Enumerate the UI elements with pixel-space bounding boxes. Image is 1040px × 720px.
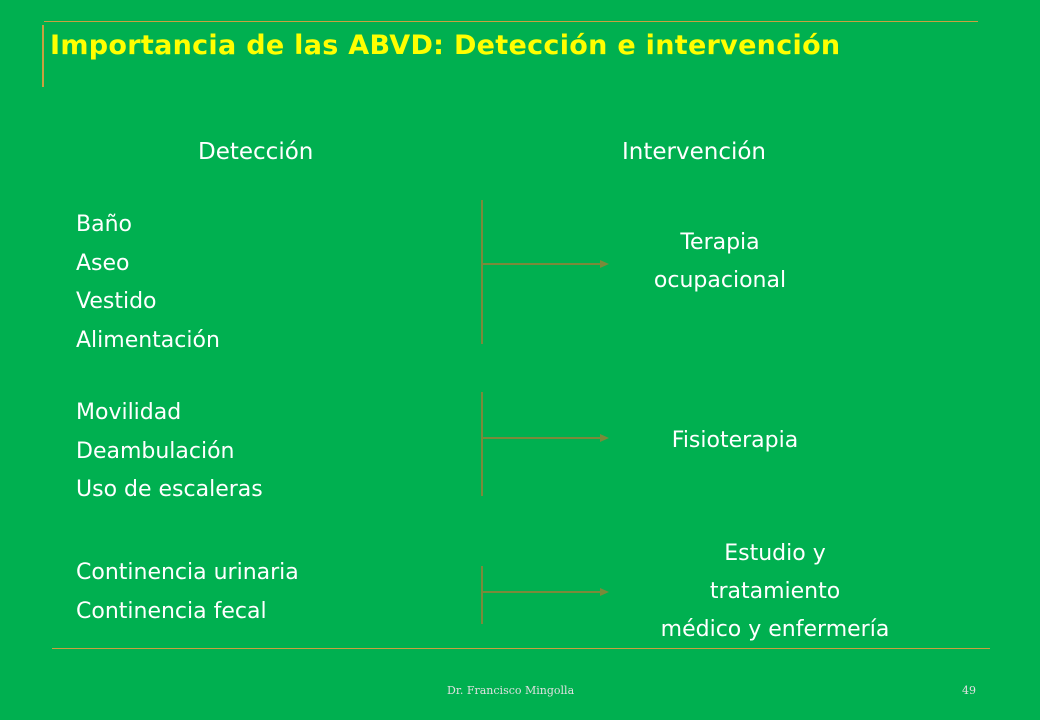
intervention-line: Estudio y [724, 541, 826, 566]
list-item: Alimentación [76, 327, 220, 353]
list-item: Vestido [76, 289, 157, 314]
intervention-2: Fisioterapia [630, 422, 840, 460]
list-item: Deambulación [76, 438, 235, 464]
detection-group-3: Continencia urinaria Continencia fecal [76, 554, 299, 631]
intervention-line: Fisioterapia [671, 428, 799, 453]
intervention-3: Estudio y tratamiento médico y enfermerí… [610, 535, 940, 649]
top-rule [44, 21, 978, 22]
detection-group-1: Baño Aseo Vestido Alimentación [76, 206, 220, 360]
list-item: Aseo [76, 250, 130, 276]
bracket-arrow-icon [481, 392, 609, 496]
detection-header: Detección [198, 139, 314, 165]
intervention-line: Terapia [680, 230, 760, 255]
list-item: Uso de escaleras [76, 477, 263, 502]
intervention-line: tratamiento [709, 579, 841, 604]
list-item: Continencia urinaria [76, 560, 299, 585]
bracket-arrow-icon [481, 200, 609, 344]
slide-title: Importancia de las ABVD: Detección e int… [50, 30, 841, 61]
list-item: Continencia fecal [76, 598, 267, 624]
detection-group-2: Movilidad Deambulación Uso de escaleras [76, 394, 263, 510]
intervention-header: Intervención [622, 139, 767, 165]
list-item: Movilidad [76, 400, 182, 425]
footer-author: Dr. Francisco Mingolla [447, 684, 575, 697]
bracket-arrow-icon [481, 566, 609, 624]
bottom-rule [52, 648, 990, 649]
list-item: Baño [76, 212, 132, 237]
intervention-line: ocupacional [653, 268, 787, 293]
intervention-1: Terapia ocupacional [620, 224, 820, 300]
left-rule [42, 25, 44, 87]
intervention-line: médico y enfermería [660, 617, 890, 642]
page-number: 49 [962, 684, 976, 697]
